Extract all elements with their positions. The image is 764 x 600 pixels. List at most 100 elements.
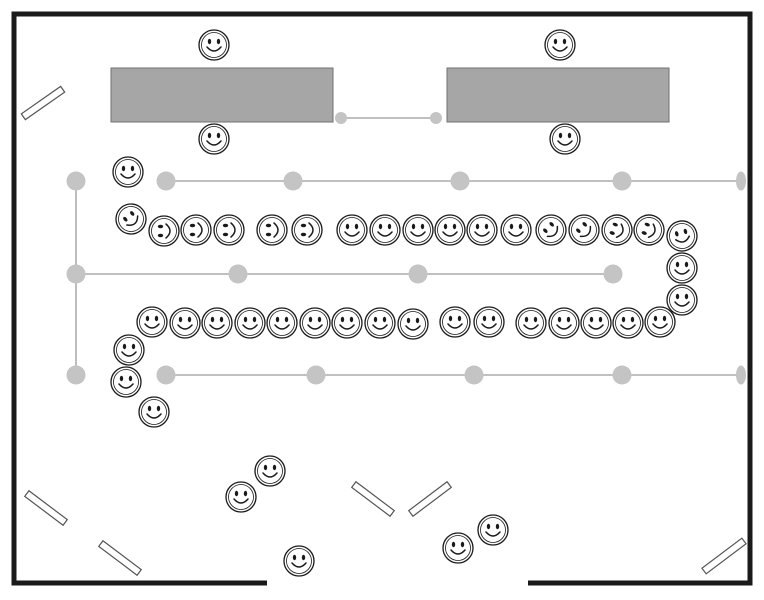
face-outline bbox=[299, 307, 331, 339]
face-eye bbox=[653, 315, 658, 322]
face-eye bbox=[448, 315, 453, 322]
face-eye bbox=[543, 228, 548, 233]
smiley-face-icon bbox=[477, 514, 509, 546]
face-inner-ring bbox=[237, 310, 263, 336]
face-smile bbox=[233, 498, 249, 504]
face-eye bbox=[420, 223, 425, 230]
face-eye bbox=[349, 316, 354, 323]
face-smile bbox=[481, 323, 497, 329]
face-inner-ring bbox=[269, 310, 295, 336]
face-eye bbox=[566, 316, 571, 323]
face-inner-ring bbox=[583, 310, 609, 336]
face-smile bbox=[410, 231, 426, 237]
smiley-face-icon bbox=[266, 307, 298, 339]
queue-post bbox=[156, 365, 176, 385]
face-smile bbox=[120, 173, 136, 179]
face-eye bbox=[207, 38, 212, 45]
face-eye bbox=[558, 132, 563, 139]
face-outline bbox=[601, 214, 633, 246]
face-smile bbox=[372, 324, 388, 330]
face-smile bbox=[405, 325, 421, 331]
door-panel bbox=[407, 480, 453, 518]
face-outline bbox=[213, 214, 245, 246]
face-smile bbox=[273, 222, 279, 238]
face-inner-ring bbox=[669, 255, 695, 281]
face-inner-ring bbox=[172, 310, 198, 336]
face-eye bbox=[378, 223, 383, 230]
face-smile bbox=[197, 222, 203, 238]
smiley-face-icon bbox=[364, 307, 396, 339]
smiley-face-icon bbox=[644, 306, 676, 338]
face-outline bbox=[500, 214, 532, 246]
face-eye bbox=[252, 316, 257, 323]
smiley-face-icon bbox=[666, 220, 698, 252]
face-eye bbox=[683, 228, 688, 235]
face-inner-ring bbox=[538, 217, 564, 243]
smiley-face-icon bbox=[198, 123, 230, 155]
smiley-face-icon bbox=[112, 156, 144, 188]
face-smile bbox=[652, 323, 668, 329]
face-outline bbox=[442, 532, 474, 564]
queue-post bbox=[306, 365, 326, 385]
face-inner-ring bbox=[201, 126, 227, 152]
face-outline bbox=[110, 366, 142, 398]
face-outline bbox=[633, 214, 665, 246]
face-outline bbox=[612, 307, 644, 339]
face-smile bbox=[209, 324, 225, 330]
face-eye bbox=[609, 231, 615, 235]
face-eye bbox=[675, 293, 680, 300]
face-eye bbox=[263, 464, 268, 471]
queue-post bbox=[156, 171, 176, 191]
smiley-face-icon bbox=[612, 307, 644, 339]
smiley-face-icon bbox=[110, 366, 142, 398]
smiley-face-icon bbox=[466, 214, 498, 246]
face-eye bbox=[178, 316, 183, 323]
face-inner-ring bbox=[405, 217, 431, 243]
smiley-face-icon bbox=[234, 307, 266, 339]
face-smile bbox=[523, 324, 539, 330]
door-panel bbox=[97, 539, 143, 577]
face-smile bbox=[552, 46, 568, 52]
face-smile bbox=[377, 231, 393, 237]
face-eye bbox=[674, 231, 679, 237]
face-inner-ring bbox=[294, 217, 320, 243]
face-eye bbox=[644, 222, 650, 227]
smiley-face-icon bbox=[549, 123, 581, 155]
face-inner-ring bbox=[216, 217, 242, 243]
face-eye bbox=[612, 222, 618, 227]
face-eye bbox=[222, 223, 229, 228]
face-inner-ring bbox=[445, 535, 471, 561]
face-eye bbox=[509, 223, 514, 230]
face-smile bbox=[620, 324, 636, 330]
face-inner-ring bbox=[257, 458, 283, 484]
smiley-face-icon bbox=[369, 214, 401, 246]
face-eye bbox=[684, 261, 689, 268]
smiley-face-icon bbox=[283, 545, 315, 577]
face-outline bbox=[115, 203, 147, 235]
smiley-face-icon bbox=[548, 307, 580, 339]
face-eye bbox=[216, 132, 221, 139]
smiley-face-icon bbox=[633, 214, 665, 246]
face-smile bbox=[588, 324, 604, 330]
face-smile bbox=[674, 269, 690, 275]
queue-post bbox=[66, 171, 86, 191]
face-smile bbox=[206, 46, 222, 52]
face-inner-ring bbox=[302, 310, 328, 336]
face-outline bbox=[473, 306, 505, 338]
face-inner-ring bbox=[367, 310, 393, 336]
smiley-face-icon bbox=[544, 29, 576, 61]
face-eye bbox=[475, 223, 480, 230]
face-smile bbox=[121, 351, 137, 357]
face-outline bbox=[535, 214, 567, 246]
queue-post bbox=[450, 171, 470, 191]
smiley-face-icon bbox=[115, 203, 147, 235]
face-outline bbox=[515, 307, 547, 339]
queue-post bbox=[464, 365, 484, 385]
face-smile bbox=[485, 531, 501, 537]
face-outline bbox=[336, 214, 368, 246]
smiley-face-icon bbox=[568, 214, 600, 246]
face-eye bbox=[589, 316, 594, 323]
face-outline bbox=[364, 307, 396, 339]
